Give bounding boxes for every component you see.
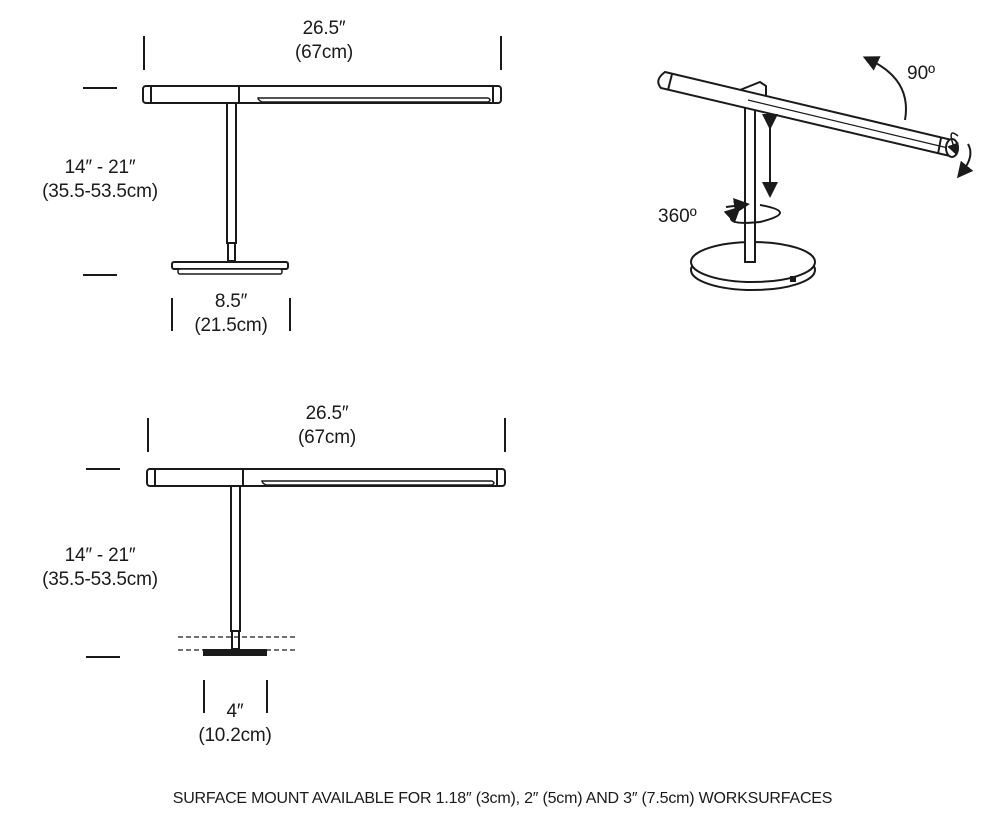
lamp-arm <box>142 85 502 104</box>
arm-width-in: 26.5″ <box>302 18 346 39</box>
head-rotation-arrow <box>956 143 974 179</box>
arm-width-label: 26.5″ (67cm) <box>274 17 374 65</box>
lamp-base-bottom <box>177 268 283 275</box>
lamp-stem <box>230 485 241 632</box>
base-usb-port <box>790 276 796 282</box>
arm-light-panel <box>257 97 491 103</box>
surface-height-in: 14″ - 21″ <box>64 545 136 566</box>
arm-light-panel <box>747 99 949 149</box>
base-width-in: 8.5″ <box>214 291 248 312</box>
surface-arm-width-label: 26.5″ (67cm) <box>277 402 377 450</box>
arm-width-cm: (67cm) <box>295 42 353 63</box>
desk-base-elevation <box>83 36 502 331</box>
swivel-arrow-tail <box>725 198 750 214</box>
height-cm: (35.5-53.5cm) <box>42 181 158 202</box>
stem-lower <box>227 242 236 262</box>
lamp-arm <box>146 468 506 487</box>
mount-width-label: 4″ (10.2cm) <box>185 700 285 748</box>
perspective-stem <box>744 95 756 263</box>
surface-clamp-plate <box>203 649 267 656</box>
lamp-base <box>171 261 289 270</box>
base-width-cm: (21.5cm) <box>194 315 268 336</box>
perspective-view <box>657 56 974 291</box>
arm-light-panel <box>261 480 495 486</box>
height-in: 14″ - 21″ <box>64 157 136 178</box>
surface-height-label: 14″ - 21″ (35.5-53.5cm) <box>30 544 170 592</box>
tilt-arrow <box>862 56 907 121</box>
arm-end-ring <box>937 137 942 155</box>
rotation-angle-label: 360º <box>658 206 697 227</box>
tilt-angle-label: 90º <box>907 63 936 84</box>
mount-width-cm: (10.2cm) <box>198 725 272 746</box>
surface-arm-width-in: 26.5″ <box>305 403 349 424</box>
height-label: 14″ - 21″ (35.5-53.5cm) <box>30 156 170 204</box>
base-width-label: 8.5″ (21.5cm) <box>181 290 281 338</box>
surface-mount-elevation <box>86 418 506 713</box>
worksurface-footnote: SURFACE MOUNT AVAILABLE FOR 1.18″ (3cm),… <box>172 790 833 807</box>
stem-lower <box>231 630 240 650</box>
arm-start-ring <box>667 73 673 91</box>
mount-width-in: 4″ <box>226 701 244 722</box>
surface-height-cm: (35.5-53.5cm) <box>42 569 158 590</box>
lamp-stem <box>226 102 237 244</box>
surface-arm-width-cm: (67cm) <box>298 427 356 448</box>
swivel-arrow <box>723 204 781 224</box>
head-rotation-arrow-lower <box>947 132 959 156</box>
